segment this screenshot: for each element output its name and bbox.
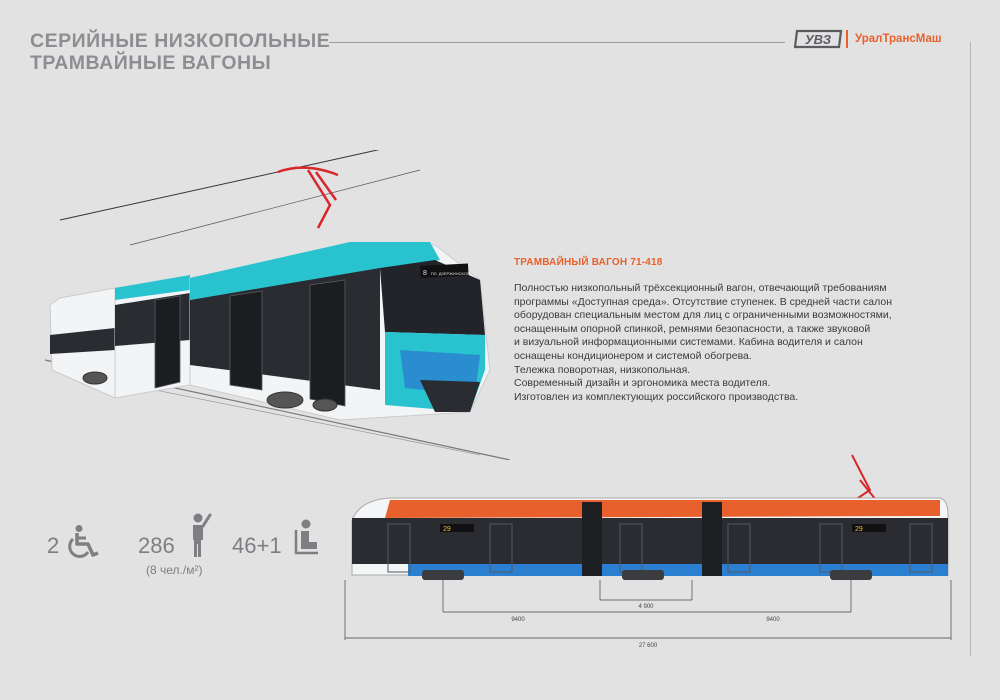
seat-count: 46+1: [232, 533, 282, 558]
company-logo: УВЗ УралТрансМаш: [794, 28, 954, 52]
tram-windshield: [380, 260, 485, 335]
logo-mark-text: УВЗ: [805, 32, 832, 47]
wheelchair-icon: [68, 525, 99, 558]
logo-brand-name: УралТрансМаш: [855, 33, 942, 45]
tram-doors: [154, 279, 346, 407]
spec-description: Полностью низкопольный трёхсекционный ва…: [514, 282, 954, 404]
uvz-logo-icon: УВЗ: [794, 29, 843, 49]
desc-line: оснащенным опорной спинкой, ремнями безо…: [514, 322, 871, 335]
standing-capacity: 286: [138, 533, 175, 558]
desc-line: программы «Доступная среда». Отсутствие …: [514, 295, 892, 308]
dim-total: 27 600: [639, 643, 658, 649]
wheelchair-count: 2: [47, 533, 60, 558]
desc-line: Тележка поворотная, низкопольная.: [514, 363, 691, 376]
destination-display: [420, 263, 469, 278]
desc-line: Полностью низкопольный трёхсекционный ва…: [514, 282, 887, 294]
dim-center: 4 900: [638, 604, 654, 610]
standing-density: (8 чел./м²): [146, 563, 203, 577]
desc-line: Изготовлен из комплектующих российского …: [514, 390, 799, 403]
dim-right: 9400: [766, 617, 780, 623]
header-rule: [329, 42, 785, 43]
page-title: СЕРИЙНЫЕ НИЗКОПОЛЬНЫЕ ТРАМВАЙНЫЕ ВАГОНЫ: [30, 30, 330, 74]
overhead-wire: [59, 150, 380, 221]
tram-bogies: [82, 371, 338, 412]
side-doors: [387, 523, 933, 573]
title-line-2: ТРАМВАЙНЫЕ ВАГОНЫ: [30, 52, 272, 74]
dim-left: 9400: [511, 617, 525, 623]
side-bogies: [422, 570, 872, 580]
side-route-right: 29: [855, 526, 863, 533]
side-pantograph: [851, 454, 877, 501]
tram-side-view: 29 29 9400 4 900 9400 27 600: [344, 454, 952, 649]
title-line-1: СЕРИЙНЫЕ НИЗКОПОЛЬНЫЕ: [30, 30, 331, 52]
front-route-number: 8: [423, 270, 427, 277]
desc-line: оборудован специальным местом для лиц с …: [514, 309, 892, 322]
tram-3d-illustration: 8 ПЛ. ДЗЕРЖИНСКОГО: [44, 150, 510, 460]
desc-line: и визуальной информационными системами. …: [514, 336, 863, 349]
right-frame-rule: [970, 42, 971, 656]
pantograph: [277, 166, 339, 229]
logo-separator: [846, 30, 848, 48]
side-route-left: 29: [443, 526, 451, 533]
desc-line: оснащены кондиционером и системой обогре…: [514, 349, 752, 362]
front-route-text: ПЛ. ДЗЕРЖИНСКОГО: [431, 271, 472, 276]
standing-passenger-icon: [193, 513, 212, 557]
seated-passenger-icon: [294, 519, 318, 555]
spec-title: ТРАМВАЙНЫЙ ВАГОН 71-418: [514, 257, 663, 268]
desc-line: Современный дизайн и эргономика места во…: [514, 377, 771, 390]
dimension-lines: [344, 580, 952, 640]
